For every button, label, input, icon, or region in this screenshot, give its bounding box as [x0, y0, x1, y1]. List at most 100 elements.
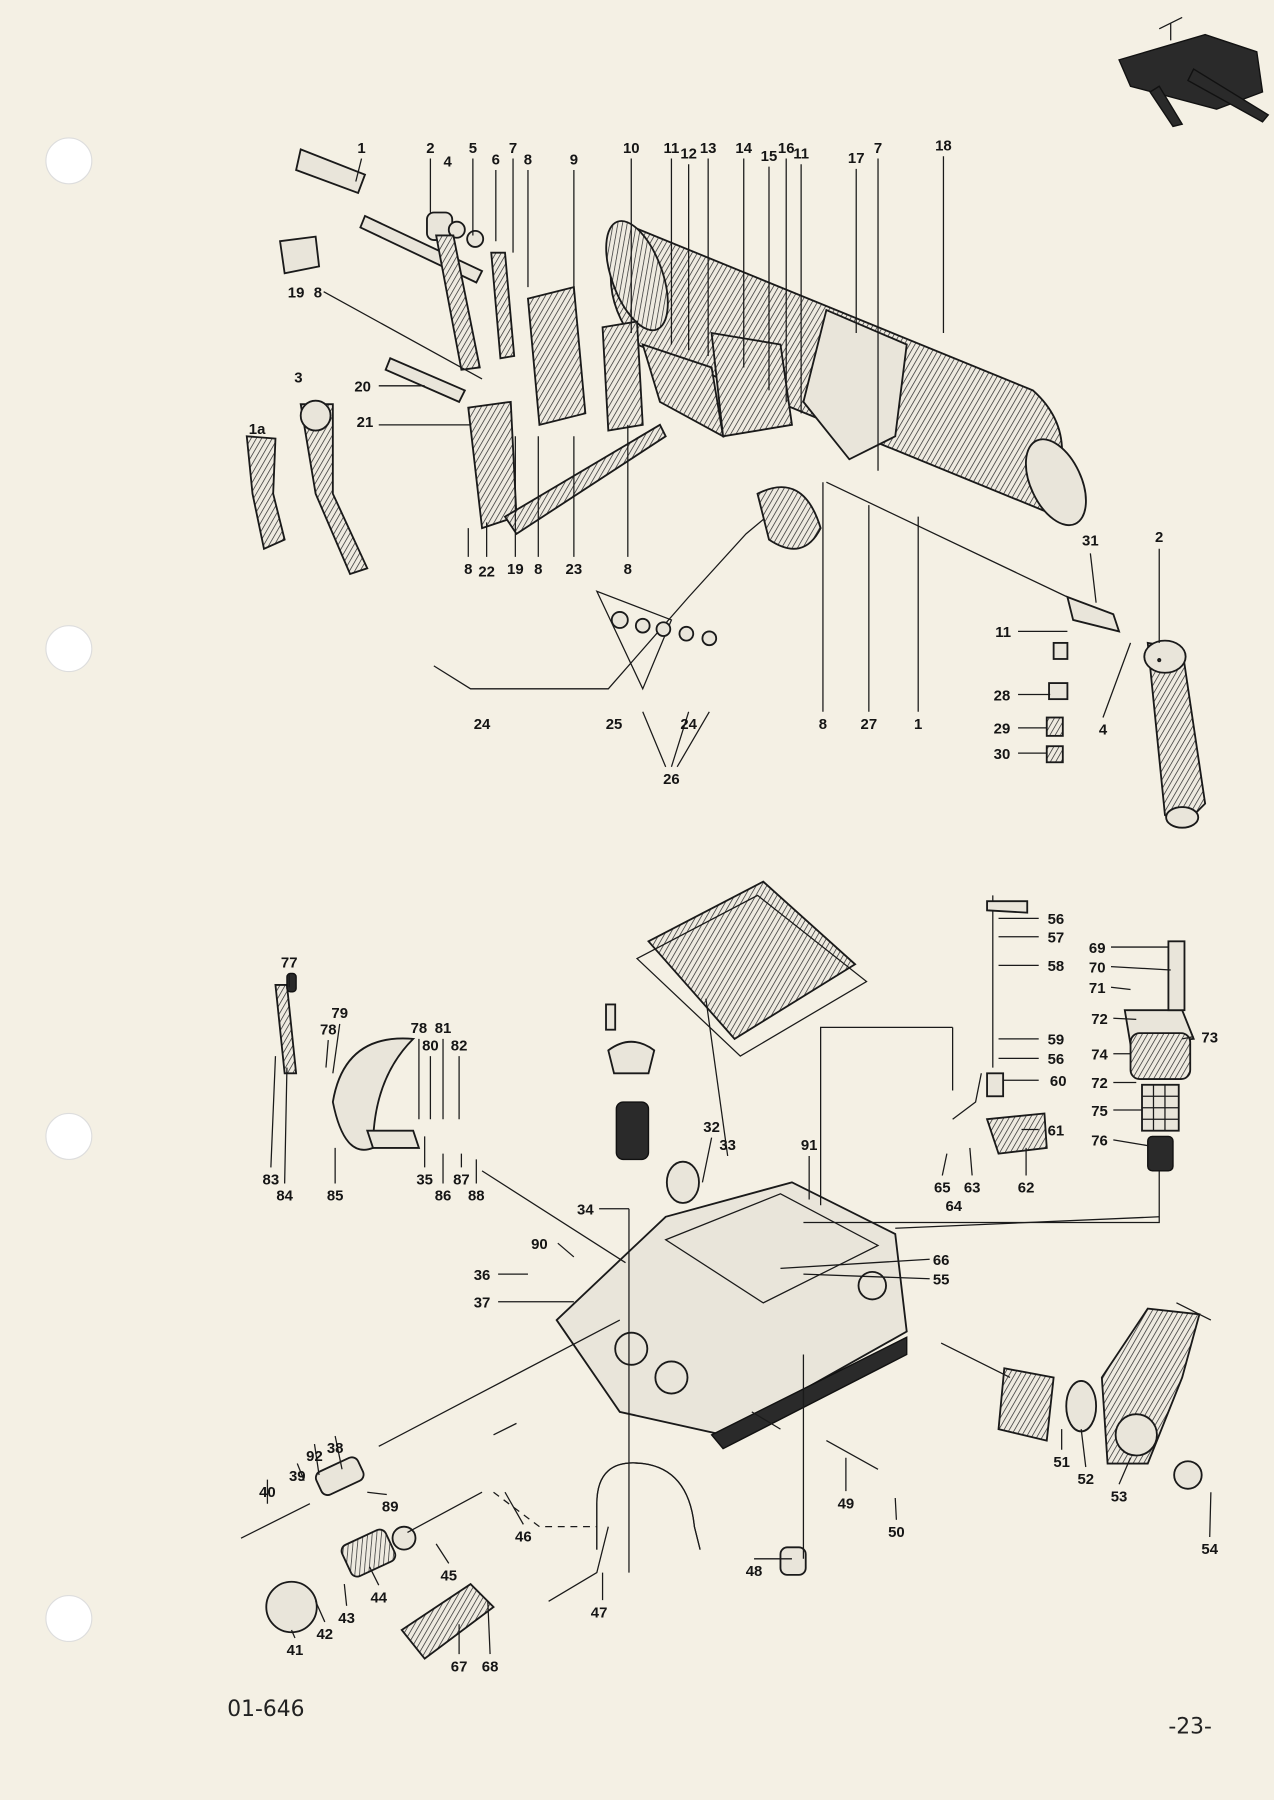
part-callout-number: 82: [451, 1037, 468, 1054]
part-callout-number: 45: [440, 1568, 457, 1585]
part-callout-number: 30: [994, 746, 1011, 763]
part-callout-number: 78: [411, 1020, 428, 1037]
part-callout-number: 80: [422, 1037, 439, 1054]
part-callout-number: 81: [435, 1020, 452, 1037]
part-callout-number: 2: [1155, 529, 1163, 546]
part-callout-number: 4: [443, 154, 452, 171]
part-callout-number: 8: [464, 561, 472, 578]
part-callout-number: 56: [1048, 911, 1065, 928]
part-callout-number: 42: [317, 1626, 334, 1643]
part-callout-number: 83: [263, 1172, 280, 1189]
part-callout-number: 59: [1048, 1032, 1065, 1049]
part-callout-number: 73: [1201, 1029, 1218, 1046]
lever-1a: [245, 435, 286, 551]
part-callout-number: 2: [426, 140, 434, 157]
part-callout-number: 65: [934, 1180, 951, 1197]
part-callout-number: 53: [1111, 1488, 1128, 1505]
page-number: -23-: [1168, 1714, 1211, 1739]
part-callout-number: 54: [1201, 1541, 1218, 1558]
part-callout-number: 51: [1053, 1454, 1070, 1471]
part-callout-number: 38: [327, 1440, 344, 1457]
binder-hole: [45, 1112, 93, 1160]
part-callout-number: 77: [281, 955, 298, 972]
part-callout-number: 68: [482, 1658, 499, 1675]
part-callout-number: 7: [874, 140, 882, 157]
part-callout-number: 37: [474, 1294, 491, 1311]
part-callout-number: 88: [468, 1188, 485, 1205]
tractor-hydraulics-icon: [1118, 16, 1270, 128]
part-callout-number: 16: [778, 140, 795, 157]
binder-hole: [45, 625, 93, 673]
part-callout-number: 23: [566, 561, 583, 578]
part-callout-number: 58: [1048, 958, 1065, 975]
part-callout-number: 91: [801, 1137, 818, 1154]
part-callout-number: 27: [861, 716, 878, 733]
part-callout-number: 8: [534, 561, 542, 578]
part-callout-number: 71: [1089, 980, 1106, 997]
part-callout-number: 76: [1091, 1133, 1108, 1150]
part-callout-number: 39: [289, 1468, 306, 1485]
lever-3: [299, 403, 369, 576]
part-callout-number: 86: [435, 1188, 452, 1205]
lift-arm-hub: [802, 308, 908, 461]
part-callout-number: 28: [994, 687, 1011, 704]
part-callout-number: 48: [746, 1563, 763, 1580]
part-callout-number: 67: [451, 1658, 468, 1675]
part-callout-number: 25: [606, 716, 623, 733]
part-callout-number: 72: [1091, 1075, 1108, 1092]
part-callout-number: 36: [474, 1267, 491, 1284]
part-callout-number: 11: [664, 140, 680, 157]
part-callout-number: 69: [1089, 940, 1106, 957]
part-callout-number: 70: [1089, 959, 1106, 976]
upper-assembly-drawing: [245, 148, 1207, 829]
part-callout-number: 62: [1018, 1180, 1035, 1197]
part-callout-number: 92: [306, 1448, 323, 1465]
part-callout-number: 3: [294, 369, 302, 386]
part-callout-number: 26: [663, 771, 680, 788]
part-callout-number: 8: [624, 561, 632, 578]
part-callout-number: 49: [838, 1495, 855, 1512]
part-callout-number: 8: [819, 716, 827, 733]
part-callout-number: 55: [933, 1271, 950, 1288]
part-callout-number: 34: [577, 1201, 594, 1218]
part-callout-number: 64: [945, 1198, 962, 1215]
part-callout-number: 89: [382, 1499, 399, 1516]
part-callout-number: 14: [735, 140, 752, 157]
bushing: [997, 1367, 1055, 1442]
part-callout-number: 18: [935, 138, 952, 155]
part-callout-number: 44: [370, 1589, 387, 1606]
binder-holes: [45, 137, 93, 1643]
part-callout-number: 19: [288, 284, 305, 301]
hydraulic-housing: [555, 1181, 908, 1436]
part-callout-number: 11: [995, 624, 1011, 641]
part-callout-number: 63: [964, 1180, 981, 1197]
part-callout-number: 87: [453, 1172, 470, 1189]
part-callout-number: 43: [338, 1610, 355, 1627]
part-callout-number: 20: [354, 379, 371, 396]
part-callout-number: 24: [474, 716, 491, 733]
part-callout-number: 21: [357, 414, 374, 431]
part-callout-number: 90: [531, 1236, 548, 1253]
part-callout-number: 74: [1091, 1047, 1108, 1064]
part-callout-number: 66: [933, 1252, 950, 1269]
part-callout-number: 7: [509, 140, 517, 157]
part-callout-number: 57: [1048, 929, 1065, 946]
part-callout-number: 40: [259, 1484, 276, 1501]
part-callout-number: 31: [1082, 532, 1099, 549]
part-callout-number: 5: [469, 140, 477, 157]
part-callout-number: 11: [793, 146, 809, 163]
part-callout-number: 41: [287, 1642, 304, 1659]
part-callout-number: 61: [1048, 1122, 1065, 1139]
part-callout-number: 1a: [249, 421, 266, 438]
part-callout-number: 33: [719, 1137, 736, 1154]
part-callout-number: 6: [492, 151, 500, 168]
binder-hole: [45, 137, 93, 185]
part-callout-number: 8: [314, 284, 322, 301]
part-callout-number: 75: [1091, 1103, 1108, 1120]
part-callout-number: 19: [507, 561, 524, 578]
part-callout-number: 8: [524, 151, 532, 168]
part-callout-number: 15: [761, 148, 778, 165]
